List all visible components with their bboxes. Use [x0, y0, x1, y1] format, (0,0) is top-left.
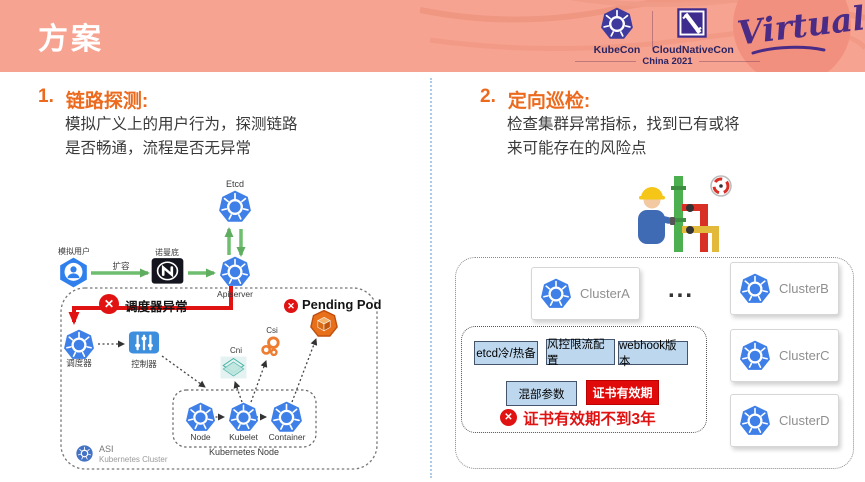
cluster-a-icon: [540, 278, 572, 310]
inspector-worker-illustration: [638, 175, 732, 252]
cni-icon: [220, 355, 247, 380]
cluster-b-label: ClusterB: [779, 281, 829, 296]
etcd-label: Etcd: [225, 179, 244, 189]
section2-body-line2: 来可能存在的风险点: [507, 140, 647, 158]
section1-body: 模拟广义上的用户行为，探测链路 是否畅通，流程是否无异常: [65, 113, 298, 161]
asi-label: ASI: [99, 444, 114, 454]
section2-body: 检查集群异常指标，找到已有或将 来可能存在的风险点: [507, 113, 740, 161]
virtual-circle-decoration: [733, 0, 851, 72]
section2-body-line1: 检查集群异常指标，找到已有或将: [507, 116, 740, 133]
csi-label: Csi: [266, 326, 278, 335]
scheduler-label: 调度器: [66, 358, 92, 368]
apiserver-icon: [219, 256, 251, 288]
asi-cluster-icon: [76, 445, 93, 462]
clusters-ellipsis: ...: [668, 276, 695, 303]
inspection-outer-container: [455, 257, 854, 469]
section2-heading: 2. 定向巡检:: [480, 86, 590, 113]
cluster-c-card: ClusterC: [730, 329, 839, 382]
cert-alert-icon: ✕: [500, 409, 517, 426]
container-label: Container: [268, 432, 306, 442]
cluster-a-card: ClusterA: [531, 267, 640, 320]
china-2021-row: China 2021: [575, 56, 761, 67]
section2-title: 定向巡检:: [507, 91, 591, 112]
link-probe-diagram-lines: [60, 227, 378, 470]
cluster-b-icon: [739, 273, 771, 305]
container-icon: [270, 401, 303, 434]
cloudnativecon-logo-label: CloudNativeCon: [652, 44, 734, 56]
controller-icon: [128, 330, 160, 355]
node-icon: [185, 402, 216, 433]
section1-heading: 1. 链路探测:: [38, 86, 148, 113]
tag-etcd-backup: etcd冷/热备: [474, 341, 538, 365]
apiserver-label: Apiserver: [217, 289, 253, 299]
tag-webhook-version: webhook版本: [618, 340, 688, 368]
cert-alert-text: 证书有效期不到3年: [523, 411, 656, 428]
kubernetes-node-label: Kubernetes Node: [208, 447, 280, 457]
scheduler-error-label: 调度器异常: [125, 300, 188, 314]
cluster-d-label: ClusterD: [779, 413, 830, 428]
cluster-c-icon: [739, 340, 771, 372]
tag-cert-validity-alert: 证书有效期: [586, 380, 659, 405]
node-label: Node: [190, 432, 211, 442]
controller-label: 控制器: [131, 359, 157, 369]
section2-number: 2.: [480, 86, 496, 107]
pending-pod-icon: [309, 310, 339, 338]
cluster-c-label: ClusterC: [779, 348, 830, 363]
kubecon-logo-label: KubeCon: [593, 44, 641, 56]
cloudnativecon-logo-icon: [676, 7, 708, 39]
normandy-icon: [151, 257, 184, 286]
china-2021-label: China 2021: [642, 56, 693, 67]
cluster-d-card: ClusterD: [730, 394, 839, 447]
section1-body-line1: 模拟广义上的用户行为，探测链路: [65, 116, 298, 133]
scheduler-error-icon: ✕: [99, 294, 119, 314]
kubecon-logo-icon: [600, 7, 634, 41]
kubelet-icon: [228, 402, 259, 433]
cni-label: Cni: [229, 346, 242, 355]
logo-separator: [652, 11, 653, 49]
scale-out-label: 扩容: [112, 261, 130, 271]
virtual-underline: [751, 45, 826, 55]
csi-icon: [257, 335, 284, 359]
tag-ratelimit-config: 风控限流配置: [546, 339, 615, 367]
page-title: 方案: [38, 23, 104, 56]
asi-sublabel: Kubernetes Cluster: [99, 455, 168, 464]
pending-pod-error-icon: ✕: [284, 299, 298, 313]
section1-number: 1.: [38, 86, 54, 107]
sim-user-icon: [58, 257, 89, 288]
inspection-inner-container: [461, 326, 707, 433]
kubelet-label: Kubelet: [229, 432, 258, 442]
section1-title: 链路探测:: [65, 91, 149, 112]
sim-user-label: 模拟用户: [58, 247, 90, 256]
cluster-a-label: ClusterA: [580, 286, 630, 301]
pending-pod-label: Pending Pod: [302, 297, 382, 312]
normandy-label: 诺曼底: [155, 248, 179, 257]
section1-body-line2: 是否畅通，流程是否无异常: [65, 140, 252, 158]
cluster-d-icon: [739, 405, 771, 437]
cluster-b-card: ClusterB: [730, 262, 839, 315]
tag-colocation-params: 混部参数: [506, 381, 577, 406]
panel-divider: [430, 78, 432, 478]
etcd-icon: [218, 190, 252, 224]
slide-header: 方案 KubeCon CloudNativeCon China 2021 Vir…: [0, 0, 865, 72]
